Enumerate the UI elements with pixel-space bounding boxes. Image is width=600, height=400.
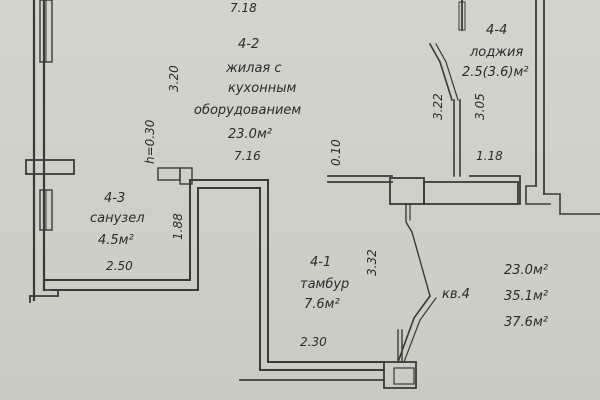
room-living-name-2: кухонным	[228, 81, 296, 96]
dim-bath-height: 1.88	[171, 213, 185, 240]
room-loggia: 4-4 лоджия 2.5(3.6)м² 3.22 3.05 1.18 0.1…	[329, 23, 529, 166]
dim-top-width: 7.18	[230, 1, 257, 15]
partition-stub	[25, 159, 75, 175]
room-loggia-name: лоджия	[469, 45, 523, 60]
loggia-walls	[458, 0, 600, 215]
apartment-summary: кв.4 23.0м² 35.1м² 37.6м²	[442, 263, 548, 330]
dim-bath-ceiling: h=0.30	[143, 119, 157, 164]
dim-living-width: 7.16	[234, 149, 261, 163]
dim-loggia-width: 1.18	[476, 149, 503, 163]
bathroom-walls	[29, 167, 269, 303]
room-bathroom: h=0.30 4-3 санузел 4.5м² 1.88 2.50	[90, 119, 185, 273]
loggia-partition	[327, 175, 521, 205]
entrance-door	[396, 294, 437, 364]
dim-vestibule-height: 3.32	[365, 249, 379, 276]
dim-bath-width: 2.50	[106, 259, 133, 273]
vestibule-walls	[239, 179, 417, 389]
internal-door	[405, 203, 431, 297]
apartment-area-total: 35.1м²	[504, 289, 548, 304]
room-bathroom-number: 4-3	[104, 191, 125, 206]
room-vestibule-name: тамбур	[300, 277, 349, 292]
room-vestibule-area: 7.6м²	[304, 297, 340, 312]
room-loggia-area: 2.5(3.6)м²	[462, 65, 529, 80]
dim-wall-010: 0.10	[329, 139, 343, 166]
room-living-name-3: оборудованием	[194, 103, 301, 118]
room-vestibule: 3.32 4-1 тамбур 7.6м² 2.30	[300, 249, 379, 349]
loggia-door	[428, 42, 461, 177]
room-bathroom-name: санузел	[90, 211, 145, 226]
dim-living-height: 3.20	[167, 65, 181, 92]
apartment-area-living: 23.0м²	[504, 263, 548, 278]
left-exterior-wall	[32, 0, 53, 302]
apartment-area-with-loggia: 37.6м²	[504, 315, 548, 330]
room-living-area: 23.0м²	[228, 127, 272, 142]
dim-loggia-b: 3.05	[473, 93, 487, 120]
room-loggia-number: 4-4	[486, 23, 507, 38]
room-bathroom-area: 4.5м²	[98, 233, 134, 248]
room-living-number: 4-2	[238, 37, 259, 52]
apartment-label: кв.4	[442, 287, 470, 302]
dim-loggia-a: 3.22	[431, 93, 445, 120]
dim-vestibule-width: 2.30	[300, 335, 327, 349]
room-vestibule-number: 4-1	[310, 255, 331, 270]
room-living-name-1: жилая с	[225, 61, 282, 76]
room-living: 7.18 4-2 жилая с кухонным оборудованием …	[167, 1, 301, 163]
